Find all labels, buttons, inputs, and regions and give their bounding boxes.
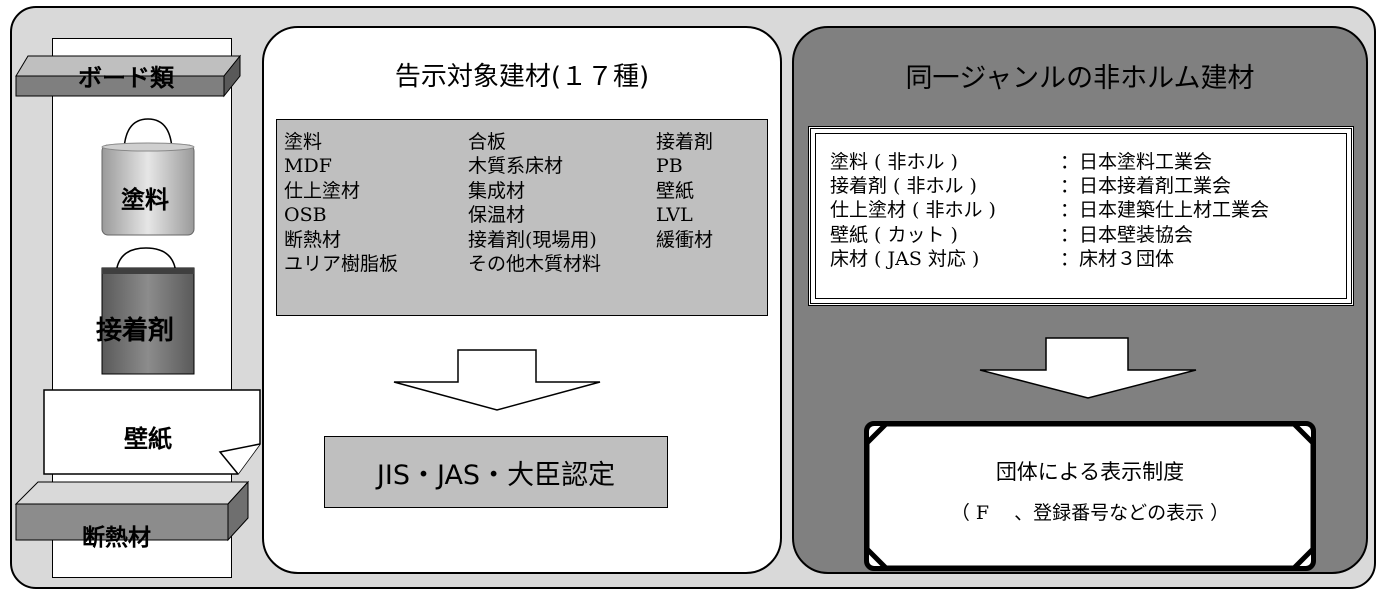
material-item: ユリア樹脂板 — [284, 253, 399, 275]
insulation-label: 断熱材 — [82, 525, 151, 551]
material-item: 壁紙 — [656, 180, 695, 202]
material-item: その他木質材料 — [468, 253, 602, 275]
non-formaldehyde-title: 同一ジャンルの非ホルム建材 — [905, 63, 1255, 94]
material-item: 保温材 — [468, 204, 526, 226]
insulation-slab-icon — [14, 480, 250, 542]
industry-association-list-frame — [815, 133, 1347, 299]
industry-association-list — [808, 126, 1354, 306]
material-item: 木質系床材 — [468, 155, 564, 177]
material-item: PB — [656, 155, 683, 177]
association-name: ：日本接着剤工業会 — [1060, 175, 1232, 197]
adhesive-label: 接着剤 — [96, 316, 175, 346]
association-name: ：日本建築仕上材工業会 — [1060, 199, 1270, 221]
material-item: 断熱材 — [284, 229, 342, 251]
association-material: 壁紙 ( カット ) — [830, 224, 958, 246]
material-item: 合板 — [468, 131, 507, 153]
material-item: 接着剤(現場用) — [468, 229, 597, 251]
wallpaper-label: 壁紙 — [124, 425, 172, 453]
material-item: LVL — [656, 204, 693, 226]
material-item: 塗料 — [284, 131, 323, 153]
association-material: 床材 ( JAS 対応 ) — [830, 248, 980, 270]
notified-materials-list — [276, 119, 768, 316]
wallpaper-sheet-icon — [43, 389, 261, 475]
labeling-system-frame — [864, 421, 1316, 571]
association-material: 仕上塗材 ( 非ホル ) — [830, 199, 996, 221]
board-label: ボード類 — [78, 64, 174, 92]
paint-label: 塗料 — [121, 186, 169, 214]
down-arrow-icon — [393, 349, 601, 411]
down-arrow-icon — [979, 337, 1197, 399]
association-material: 塗料 ( 非ホル ) — [830, 151, 958, 173]
material-item: 接着剤 — [656, 131, 714, 153]
paint-can-icon — [101, 118, 195, 236]
labeling-system-subtitle: （ F 、登録番号などの表示 ） — [950, 502, 1230, 524]
board-slab-icon — [15, 54, 242, 98]
material-item: 仕上塗材 — [284, 180, 361, 202]
association-name: ：日本塗料工業会 — [1060, 151, 1213, 173]
material-item: OSB — [284, 204, 327, 226]
certification-box: JIS・JAS・大臣認定 — [324, 436, 668, 508]
labeling-system-title: 団体による表示制度 — [995, 460, 1185, 484]
adhesive-can-icon — [101, 247, 195, 375]
association-name: ：床材３団体 — [1060, 248, 1175, 270]
association-name: ：日本壁装協会 — [1060, 224, 1194, 246]
material-item: 集成材 — [468, 180, 526, 202]
material-item: MDF — [284, 155, 332, 177]
material-item: 緩衝材 — [656, 229, 714, 251]
notified-materials-title: 告示対象建材(１７種) — [394, 62, 650, 92]
association-material: 接着剤 ( 非ホル ) — [830, 175, 977, 197]
